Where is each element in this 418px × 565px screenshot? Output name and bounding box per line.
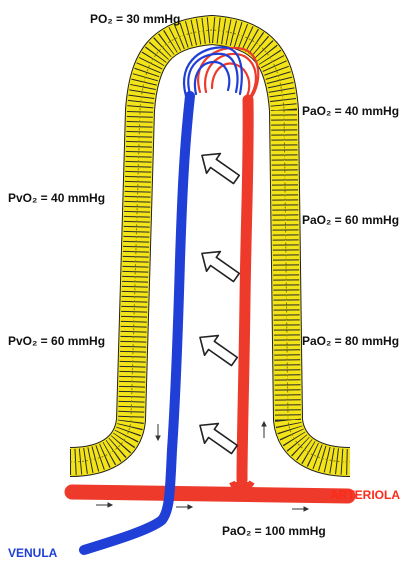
label-pvo2-60: PvO₂ = 60 mmHg bbox=[8, 334, 105, 348]
capillary-loops bbox=[184, 47, 258, 102]
epithelium-layer bbox=[70, 30, 350, 462]
label-venula: VENULA bbox=[8, 546, 57, 560]
label-po2-lumen: PO₂ = 30 mmHg bbox=[90, 12, 180, 26]
label-pao2-60: PaO₂ = 60 mmHg bbox=[302, 213, 399, 227]
label-pao2-100: PaO₂ = 100 mmHg bbox=[222, 524, 326, 538]
label-pvo2-40: PvO₂ = 40 mmHg bbox=[8, 191, 105, 205]
label-pao2-40: PaO₂ = 40 mmHg bbox=[302, 104, 399, 118]
label-arteriola: ARTERIOLA bbox=[330, 488, 400, 502]
hollow-arrow-icon bbox=[193, 146, 243, 460]
label-pao2-80: PaO₂ = 80 mmHg bbox=[302, 334, 399, 348]
